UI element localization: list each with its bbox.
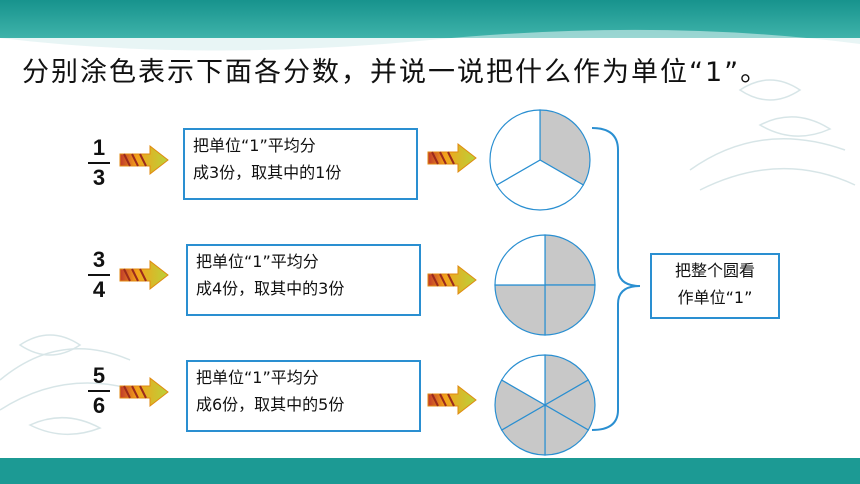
denominator: 6 bbox=[92, 393, 106, 418]
pie-slice bbox=[489, 109, 541, 186]
box-line: 把单位“1”平均分 bbox=[193, 136, 316, 155]
box-line: 把单位“1”平均分 bbox=[196, 252, 319, 271]
denominator: 4 bbox=[92, 277, 106, 302]
pie-slice bbox=[500, 354, 546, 407]
description-box-3: 把单位“1”平均分 成6份，取其中的5份 bbox=[186, 360, 421, 432]
pie-slice-shaded bbox=[500, 403, 546, 456]
numerator: 5 bbox=[92, 363, 106, 388]
pie-1-3 bbox=[489, 109, 591, 211]
pie-slice-shaded bbox=[494, 284, 546, 336]
box-line: 把单位“1”平均分 bbox=[196, 368, 319, 387]
pie-slice bbox=[494, 234, 546, 286]
numerator: 3 bbox=[92, 247, 106, 272]
denominator: 3 bbox=[92, 165, 106, 190]
pie-slice-shaded bbox=[494, 379, 547, 431]
fraction-bar bbox=[88, 390, 110, 392]
summary-line: 作单位“1” bbox=[677, 288, 753, 307]
pie-5-6 bbox=[494, 354, 596, 456]
pie-3-4 bbox=[494, 234, 596, 336]
pie-slice-shaded bbox=[539, 109, 591, 186]
pie-slice-shaded bbox=[544, 234, 596, 286]
bottom-bar bbox=[0, 458, 860, 484]
fraction-1-3: 1 3 bbox=[84, 136, 114, 190]
summary-box: 把整个圆看 作单位“1” bbox=[650, 253, 780, 319]
fraction-3-4: 3 4 bbox=[84, 248, 114, 302]
instruction-text: 分别涂色表示下面各分数，并说一说把什么作为单位“1”。 bbox=[22, 57, 770, 88]
description-box-2: 把单位“1”平均分 成4份，取其中的3份 bbox=[186, 244, 421, 316]
box-line: 成4份，取其中的3份 bbox=[196, 279, 345, 298]
pie-slice bbox=[495, 159, 585, 211]
summary-line: 把整个圆看 bbox=[674, 261, 755, 280]
fraction-bar bbox=[88, 274, 110, 276]
pie-slice-shaded bbox=[544, 284, 596, 336]
pie-slice-shaded bbox=[543, 379, 596, 431]
description-box-1: 把单位“1”平均分 成3份，取其中的1份 bbox=[183, 128, 418, 200]
box-line: 成6份，取其中的5份 bbox=[196, 395, 345, 414]
pie-slice-shaded bbox=[544, 354, 590, 407]
numerator: 1 bbox=[92, 135, 106, 160]
bracket bbox=[591, 127, 641, 431]
fraction-5-6: 5 6 bbox=[84, 364, 114, 418]
fraction-bar bbox=[88, 162, 110, 164]
box-line: 成3份，取其中的1份 bbox=[193, 163, 342, 182]
pie-slice-shaded bbox=[544, 403, 590, 456]
